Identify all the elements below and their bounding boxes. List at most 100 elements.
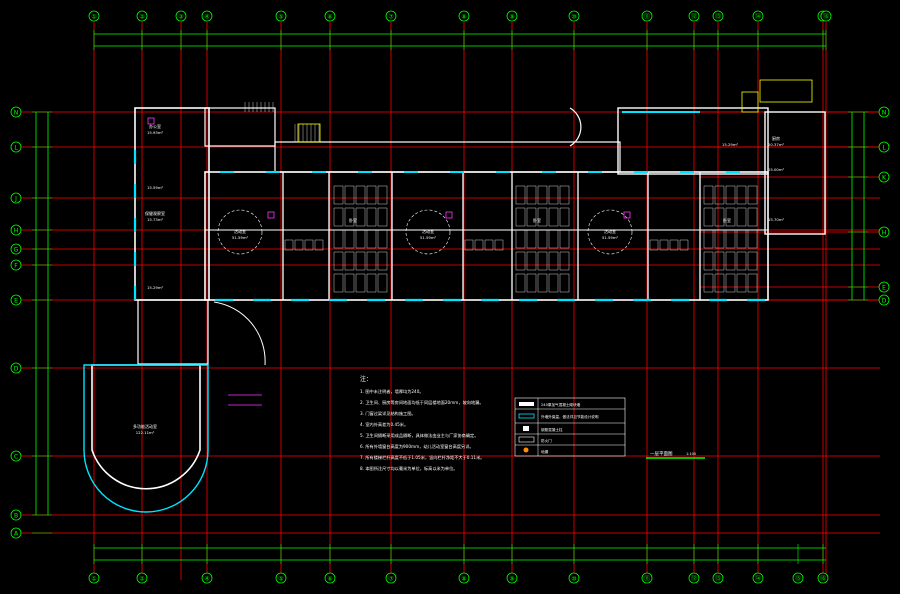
axis-bubble xyxy=(10,509,22,521)
room-name: 多功能活动室 xyxy=(133,423,157,429)
legend-door-swatch xyxy=(518,436,535,443)
axis-bubble xyxy=(878,294,890,306)
bed-grid xyxy=(747,207,758,227)
bed-grid xyxy=(515,185,526,205)
bed-grid xyxy=(747,229,758,249)
axis-bubble xyxy=(458,572,470,584)
axis-bubble xyxy=(10,259,22,271)
axis-bubble xyxy=(136,10,148,22)
axis-bubble-label: ⑫ xyxy=(691,574,697,582)
axis-bubble-label: H xyxy=(14,227,19,234)
bed-grid xyxy=(333,251,344,271)
bed-grid xyxy=(355,251,366,271)
axis-bubble xyxy=(458,10,470,22)
room-name: 办公室 xyxy=(149,123,161,129)
axis-bubble-label: ⑤ xyxy=(278,13,283,20)
axis-bubble-label: ⑨ xyxy=(509,575,514,582)
axis-bubble xyxy=(817,572,829,584)
bed-grid xyxy=(366,273,377,293)
axis-bubble xyxy=(88,10,100,22)
axis-bubble xyxy=(688,572,700,584)
axis-bubble-label: ⑥ xyxy=(327,575,332,582)
bed-grid xyxy=(747,185,758,205)
east-wing-wall xyxy=(764,111,826,235)
bed-grid xyxy=(736,251,747,271)
door-symbol xyxy=(445,211,453,219)
axis-bubble-label: ⑭ xyxy=(755,574,761,582)
axis-bubble-label: ⑯ xyxy=(820,574,826,582)
hall-window-band xyxy=(83,364,209,513)
bed-grid xyxy=(366,229,377,249)
bed-grid xyxy=(377,207,388,227)
toilet-stall xyxy=(679,239,689,251)
legend-column-swatch xyxy=(523,426,529,431)
ramp-mark xyxy=(228,394,262,406)
bed-grid xyxy=(344,251,355,271)
bed-grid xyxy=(703,273,714,293)
axis-bubble xyxy=(712,572,724,584)
drawing-title-block: 一层平面图 1:100 xyxy=(646,451,705,459)
axis-bubble-label: ⑩ xyxy=(571,13,576,20)
axis-bubble xyxy=(878,281,890,293)
bed-grid xyxy=(714,229,725,249)
axis-bubble-label: ⑤ xyxy=(278,575,283,582)
axis-bubble-label: ② xyxy=(139,575,145,582)
bed-grid xyxy=(736,273,747,293)
legend-label: 240厚加气混凝土砌块墙 xyxy=(541,402,581,407)
north-west-wall xyxy=(204,107,276,147)
axis-bubble xyxy=(201,572,213,584)
axis-bubble-label: ⑫ xyxy=(691,12,697,20)
room-area: 51.59m² xyxy=(420,235,437,240)
note-line: 6. 所有外墙窗台高度为900mm，幼儿活动室窗台高度另详。 xyxy=(360,443,474,450)
toilet-stall xyxy=(474,239,484,251)
axis-bubble-label: ⑥ xyxy=(327,13,332,20)
axis-bubble-label: J xyxy=(14,195,17,202)
axis-bubble xyxy=(878,141,890,153)
axis-bubble-label: ① xyxy=(91,575,96,582)
axis-bubble-label: E xyxy=(882,284,886,291)
axis-bubble xyxy=(506,10,518,22)
entry-curve xyxy=(213,301,266,366)
bed-grid xyxy=(526,273,537,293)
bed-grid xyxy=(714,273,725,293)
bed-grid xyxy=(736,229,747,249)
dimension-lines xyxy=(32,30,868,564)
axis-bubble xyxy=(10,243,22,255)
room-name: 保健观察室 xyxy=(145,210,165,216)
axis-bubble-label: ⑭ xyxy=(755,12,761,20)
axis-bubble-label: A xyxy=(14,530,19,537)
bed-grid xyxy=(559,273,570,293)
legend-wall-swatch xyxy=(519,402,534,406)
play-circle xyxy=(587,209,633,255)
room-name: 活动室 xyxy=(604,228,616,234)
stair-curve xyxy=(569,107,582,147)
axis-bubble xyxy=(385,10,397,22)
bed-grid xyxy=(703,251,714,271)
room-name: 活动室 xyxy=(422,228,434,234)
interior-details xyxy=(147,79,813,406)
play-circle xyxy=(405,209,451,255)
bed-grid xyxy=(526,185,537,205)
axis-bubble-label: D xyxy=(14,365,19,372)
axis-bubble xyxy=(88,572,100,584)
axis-bubble-label: ⑮ xyxy=(795,574,801,582)
room-area: 15.00m² xyxy=(768,167,785,172)
bed-grid xyxy=(714,251,725,271)
bed-grid xyxy=(333,185,344,205)
axis-bubble xyxy=(568,10,580,22)
axis-bubble xyxy=(10,527,22,539)
axis-bubble-label: ⑩ xyxy=(571,575,576,582)
bed-grid xyxy=(355,185,366,205)
door-symbol xyxy=(147,117,155,125)
bed-grid xyxy=(377,273,388,293)
note-line: 8. 本图所注尺寸均以毫米为单位，标高以米为单位。 xyxy=(360,465,457,472)
axis-bubble-label: ⑪ xyxy=(644,12,650,20)
axis-bubble-label: ⑧ xyxy=(461,13,466,20)
axis-bubble-label: ④ xyxy=(204,13,209,20)
bed-grid xyxy=(548,229,559,249)
general-notes: 注： 1. 图中未注明者，墙厚均为240。 2. 卫生间、厨房等房间地面均低于同… xyxy=(360,375,484,472)
bed-grid xyxy=(559,185,570,205)
axis-bubble xyxy=(324,572,336,584)
drawing-title: 一层平面图 xyxy=(650,451,673,457)
room-area: 15.29m² xyxy=(722,142,739,147)
